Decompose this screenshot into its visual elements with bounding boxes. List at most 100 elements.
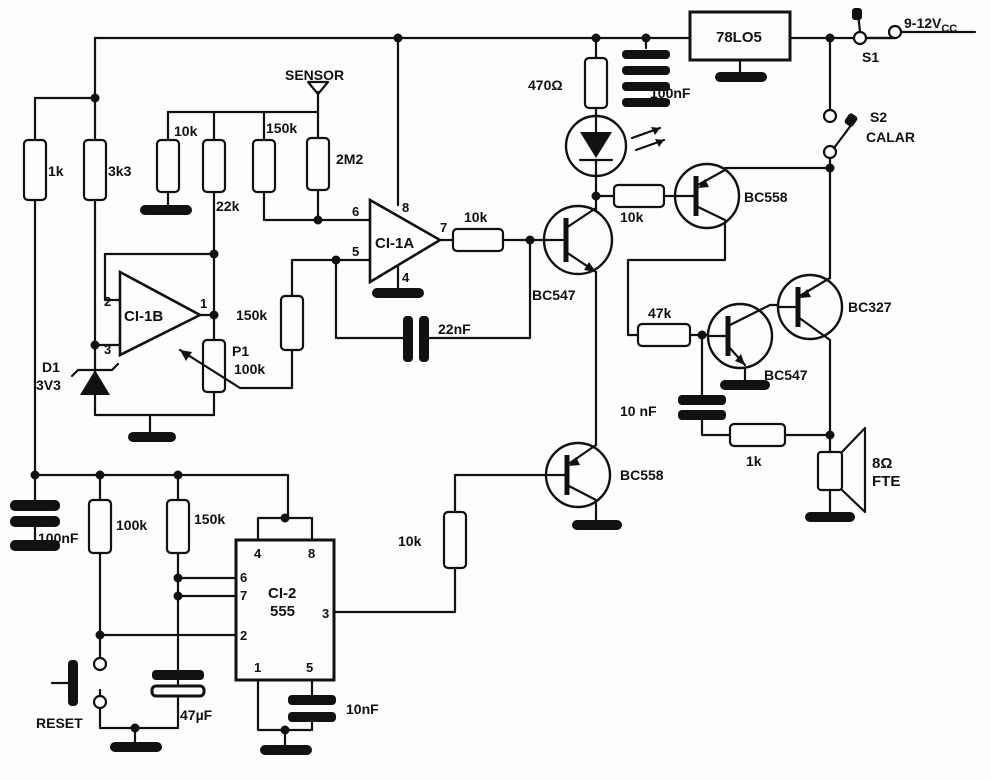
transistor-bc558-2	[544, 441, 612, 509]
label-c100n-left: 100nF	[38, 530, 79, 546]
pin-a4: 4	[402, 270, 410, 285]
label-r11: 1k	[746, 453, 762, 469]
opamp-ci1a	[368, 197, 443, 285]
resistor-470	[583, 56, 609, 110]
label-supply-sub: CC	[941, 23, 957, 35]
label-r12: 10k	[398, 533, 422, 549]
label-s2: S2	[870, 109, 887, 125]
label-c22n: 22nF	[438, 321, 471, 337]
resistor-10k-bottom	[442, 510, 468, 570]
label-ci1a: CI-1A	[375, 235, 414, 252]
label-speaker-ohms: 8Ω	[872, 455, 892, 472]
label-r3: 10k	[174, 123, 198, 139]
label-ci2: CI-2	[268, 585, 296, 602]
resistor-3k3	[82, 138, 108, 202]
wires	[33, 30, 977, 747]
ic-555	[234, 538, 336, 682]
transistor-bc558-1	[673, 162, 741, 230]
pin-a7: 7	[440, 220, 447, 235]
label-r470: 470Ω	[528, 77, 563, 93]
junctions	[30, 33, 835, 735]
label-p1-value: 100k	[234, 361, 265, 377]
resistor-10k-top	[155, 138, 181, 194]
label-r2: 3k3	[108, 163, 132, 179]
label-q-bc558-1: BC558	[744, 189, 788, 205]
label-r14: 150k	[194, 511, 225, 527]
label-d1-value: 3V3	[36, 377, 61, 393]
pin-c4: 4	[254, 546, 262, 561]
pin-c3: 3	[322, 606, 329, 621]
label-speaker-type: FTE	[872, 473, 900, 490]
label-r9: 10k	[620, 209, 644, 225]
label-r7: 10k	[464, 209, 488, 225]
zener-d1	[70, 362, 120, 395]
label-r6: 2M2	[336, 151, 363, 167]
label-q-bc558-2: BC558	[620, 467, 664, 483]
pin-a5: 5	[352, 244, 359, 259]
switch-s1	[852, 8, 903, 46]
transistor-bc547-2	[706, 302, 774, 370]
switch-s2	[822, 108, 858, 160]
resistor-22k	[201, 138, 227, 194]
resistor-100k	[87, 498, 113, 555]
pin-a8: 8	[402, 200, 409, 215]
ground-symbols	[110, 72, 855, 755]
label-sensor: SENSOR	[285, 67, 344, 83]
transistor-bc547-1	[542, 204, 614, 276]
resistors	[22, 56, 787, 570]
label-c10n-bottom: 10nF	[346, 701, 379, 717]
pin-c5: 5	[306, 660, 313, 675]
pin-numbers: 6 5 8 4 7 2 3 1 4 8 6 7 2 3 1 5	[104, 200, 447, 675]
pin-b2: 2	[104, 294, 111, 309]
label-ci2-type: 555	[270, 603, 295, 620]
label-r10: 47k	[648, 305, 672, 321]
potentiometer-p1	[201, 338, 227, 394]
label-r1: 1k	[48, 163, 64, 179]
pin-c6: 6	[240, 570, 247, 585]
label-q-bc547-1: BC547	[532, 287, 576, 303]
label-ci1b: CI-1B	[124, 308, 163, 325]
sensor-antenna	[306, 80, 330, 96]
resistor-150k-bottom	[165, 498, 191, 555]
label-reset: RESET	[36, 715, 83, 731]
opamp-ci1b	[118, 269, 203, 358]
pin-b3: 3	[104, 342, 111, 357]
capacitors	[10, 50, 726, 722]
label-d1: D1	[42, 359, 60, 375]
label-r8: 150k	[236, 307, 267, 323]
label-c10n-mid: 10 nF	[620, 403, 657, 419]
led	[564, 114, 666, 178]
speaker	[816, 426, 867, 514]
reset-button	[50, 656, 108, 710]
label-supply: 9-12VCC	[904, 15, 957, 35]
pin-a6: 6	[352, 204, 359, 219]
label-regulator: 78LO5	[716, 29, 762, 46]
resistor-1k-right	[728, 422, 787, 448]
resistor-2m2	[305, 136, 331, 192]
pin-c2: 2	[240, 628, 247, 643]
label-q-bc327: BC327	[848, 299, 892, 315]
label-s1: S1	[862, 49, 879, 65]
resistor-10k-output	[451, 227, 505, 253]
label-q-bc547-2: BC547	[764, 367, 808, 383]
resistor-1k-left	[22, 138, 48, 202]
pin-c7: 7	[240, 588, 247, 603]
label-r13: 100k	[116, 517, 147, 533]
label-c100n-top: 100nF	[650, 85, 691, 101]
transistor-bc327	[776, 273, 844, 342]
label-calar: CALAR	[866, 129, 915, 145]
label-r4: 22k	[216, 198, 240, 214]
text-labels: 1k 3k3 10k 22k 150k 2M2 SENSOR CI-1B CI-…	[36, 15, 957, 731]
pin-c1: 1	[254, 660, 261, 675]
resistor-47k	[636, 322, 692, 348]
resistor-150k-top	[251, 138, 277, 194]
label-c47u: 47µF	[180, 707, 213, 723]
resistor-10k-led	[612, 183, 666, 209]
label-r5: 150k	[266, 120, 297, 136]
regulator-78l05	[688, 10, 792, 62]
pin-c8: 8	[308, 546, 315, 561]
label-p1: P1	[232, 343, 249, 359]
resistor-150k-mid	[279, 294, 305, 352]
